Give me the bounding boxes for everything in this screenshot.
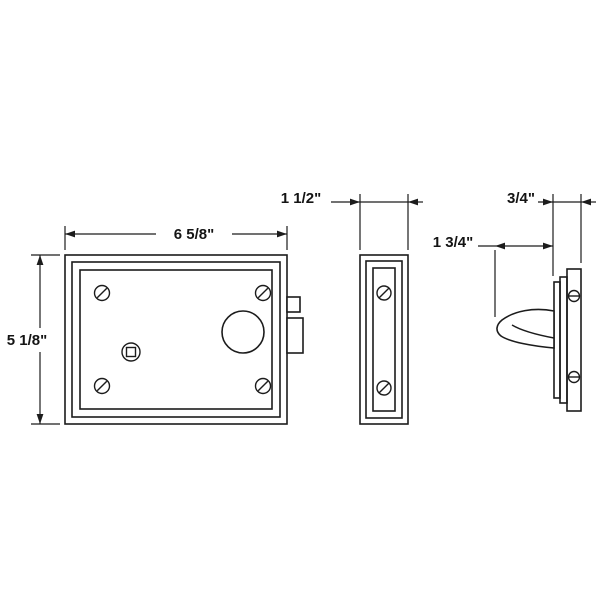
screw-slot: [96, 287, 108, 299]
front-screws: [93, 284, 272, 395]
arrowhead-left: [495, 242, 505, 250]
dim-front-width-label: 6 5/8": [174, 226, 214, 243]
screw-icon: [376, 285, 392, 301]
arrowhead-right: [543, 198, 553, 206]
spindle-square: [125, 346, 137, 358]
arrowhead-right: [543, 242, 553, 250]
front-mid-outline: [71, 261, 281, 418]
side-mid-outline: [365, 260, 403, 419]
latch-hook-detail: [511, 324, 555, 339]
side-screws: [376, 285, 392, 396]
arrowhead-right: [350, 198, 360, 206]
arrowhead-down: [36, 414, 44, 424]
arrowhead-right: [277, 230, 287, 238]
latch-bolts: [286, 296, 304, 354]
screw-icon: [254, 284, 272, 302]
latch-bolt: [286, 317, 304, 354]
dim-plate-depth: 3/4": [507, 190, 596, 276]
screw-icon: [93, 377, 111, 395]
screw-slot: [96, 380, 108, 392]
arrowhead-left: [581, 198, 591, 206]
knob-hub-hole: [221, 310, 265, 354]
profile-mid-step: [559, 276, 568, 404]
profile-view: [496, 268, 582, 412]
front-inner-outline: [79, 269, 273, 410]
dim-plate-depth-label: 3/4": [507, 190, 535, 207]
arrowhead-left: [408, 198, 418, 206]
side-outer-outline: [359, 254, 409, 425]
dim-side-width-label: 1 1/2": [281, 190, 321, 207]
screw-slot: [378, 382, 390, 394]
front-outer-outline: [64, 254, 288, 425]
dim-front-height: 5 1/8": [7, 254, 60, 425]
dim-side-width: 1 1/2": [281, 190, 423, 250]
screw-slot: [257, 287, 269, 299]
arrowhead-left: [65, 230, 75, 238]
screw-slot: [378, 287, 390, 299]
spindle-circle: [121, 342, 141, 362]
dim-front-width: 6 5/8": [64, 226, 288, 250]
front-view: [64, 254, 304, 425]
latch-hook: [496, 308, 555, 349]
spindle-hole: [121, 342, 141, 362]
dim-front-height-label: 5 1/8": [7, 332, 47, 349]
profile-front-step: [553, 281, 561, 399]
dim-latch-projection-label: 1 3/4": [433, 234, 473, 251]
dim-latch-projection: 1 3/4": [433, 234, 553, 317]
screw-icon: [254, 377, 272, 395]
arrowhead-up: [36, 255, 44, 265]
screw-slot: [257, 380, 269, 392]
deadbolt: [286, 296, 301, 313]
profile-screws: [567, 289, 581, 384]
screw-icon: [93, 284, 111, 302]
screw-icon: [376, 380, 392, 396]
side-view: [359, 254, 409, 425]
side-inner-outline: [372, 267, 396, 412]
